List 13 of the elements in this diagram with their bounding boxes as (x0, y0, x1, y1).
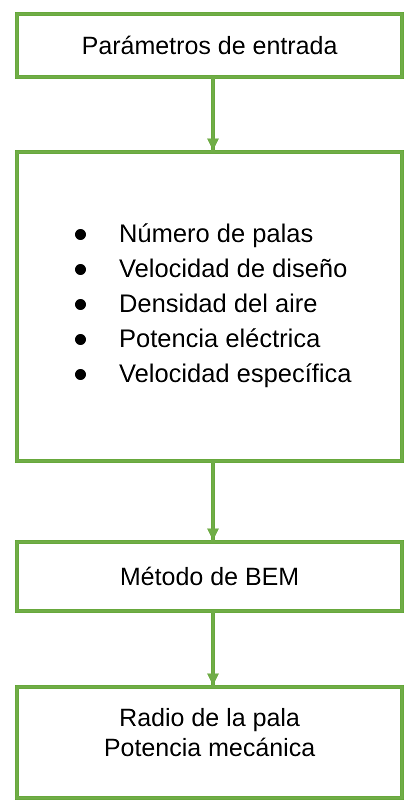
node-text: Potencia mecánica (104, 733, 316, 763)
process-box (15, 540, 404, 613)
process-box (15, 12, 404, 79)
node-text: Radio de la pala (119, 703, 300, 733)
list-item: Número de palas (119, 220, 314, 248)
node-text: Parámetros de entrada (82, 30, 338, 60)
process-box (15, 685, 404, 800)
node-text: Método de BEM (120, 562, 300, 592)
list-item: Velocidad de diseño (119, 255, 348, 283)
list-item: Potencia eléctrica (119, 325, 320, 353)
list-item: Densidad del aire (119, 290, 318, 318)
process-box (15, 150, 404, 463)
list-item: Velocidad específica (119, 360, 352, 388)
